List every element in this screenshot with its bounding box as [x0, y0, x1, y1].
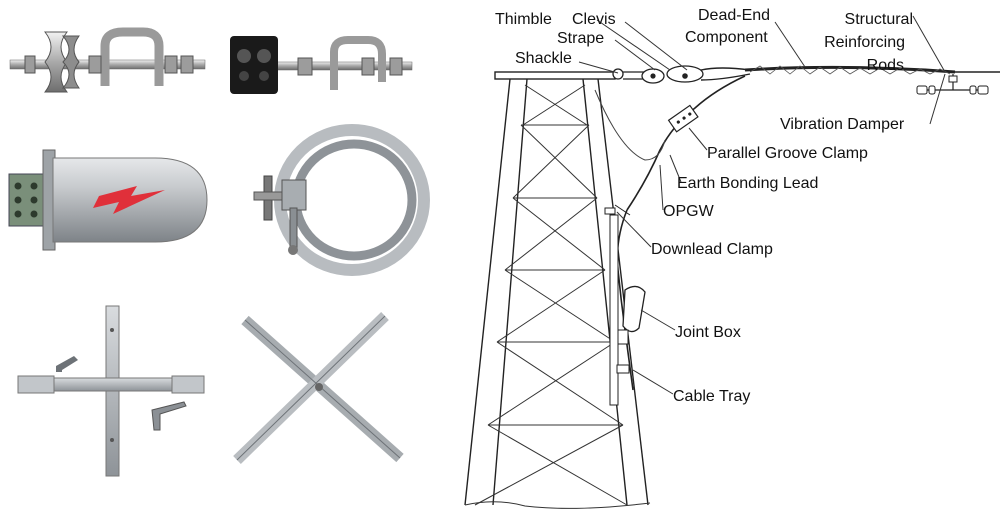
- crossarm: [494, 71, 616, 80]
- label-vibration-damper: Vibration Damper: [780, 116, 905, 133]
- tower-diagram: Thimble Clevis Strape Shackle Dead-End C…: [455, 0, 1000, 515]
- joint-box-photo: [5, 140, 215, 260]
- parallel-groove-clamp: [667, 104, 699, 133]
- downlead-clamp: [604, 207, 616, 215]
- lightning-icon: [93, 186, 165, 214]
- downlead-clamp-photo: [222, 22, 417, 107]
- label-dead-end-line2: Component: [685, 29, 768, 46]
- shackle: [612, 68, 624, 80]
- label-strape: Strape: [557, 30, 604, 47]
- leader-lines: [578, 15, 946, 395]
- angle-bracket: [151, 401, 187, 431]
- label-thimble: Thimble: [495, 11, 552, 28]
- earth-bonding-lead: [594, 89, 666, 161]
- base-plate: [8, 173, 44, 227]
- rubber-block: [230, 36, 278, 94]
- clamp-jaw-right: [61, 35, 80, 89]
- tower-lattice: [464, 78, 651, 509]
- label-shackle: Shackle: [515, 50, 572, 67]
- suspension-clamp-photo: [5, 22, 210, 102]
- label-joint-box: Joint Box: [675, 324, 741, 341]
- label-parallel-groove-clamp: Parallel Groove Clamp: [707, 145, 868, 162]
- hardware-string: [594, 65, 1000, 406]
- strap-clamp-photo: [242, 122, 432, 282]
- opgw-downlead: [626, 75, 746, 211]
- label-opgw: OPGW: [663, 203, 715, 220]
- cable-tray: [609, 214, 619, 406]
- label-structural-line1: Structural: [845, 11, 913, 28]
- band-inner: [291, 139, 417, 261]
- label-dead-end-line1: Dead-End: [698, 7, 770, 24]
- vibration-damper: [916, 74, 989, 95]
- label-downlead-clamp: Downlead Clamp: [651, 241, 773, 258]
- label-earth-bonding-lead: Earth Bonding Lead: [677, 175, 818, 192]
- cable-tray-x-photo: [225, 310, 410, 470]
- u-bolt: [100, 27, 164, 86]
- label-structural-line3: Rods: [867, 57, 904, 74]
- cable-tray-cross-photo: [12, 300, 207, 480]
- label-cable-tray: Cable Tray: [673, 388, 750, 405]
- dead-end-component: [744, 65, 956, 74]
- clamp-jaw-left: [43, 31, 69, 93]
- joint-box: [622, 285, 646, 333]
- label-clevis: Clevis: [572, 11, 616, 28]
- label-structural-line2: Reinforcing: [824, 34, 905, 51]
